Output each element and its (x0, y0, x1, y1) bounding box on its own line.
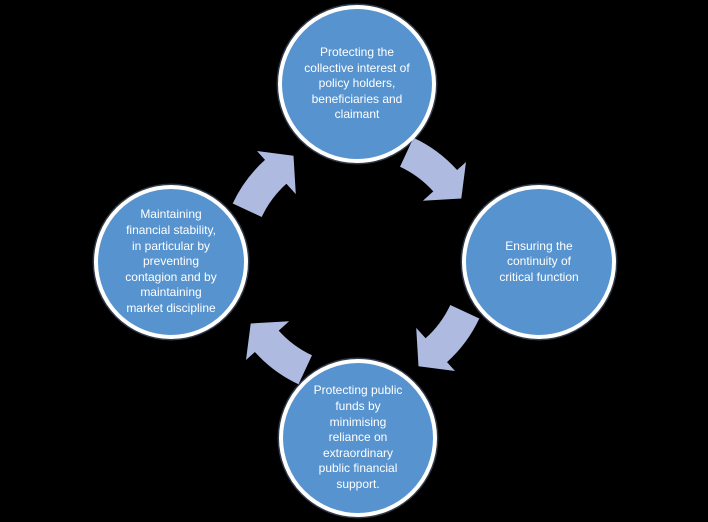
cycle-node-top-label: Protecting the collective interest of po… (304, 45, 410, 122)
cycle-node-left-label: Maintaining financial stability, in part… (125, 207, 217, 315)
cycle-arrow-top-to-right-icon (400, 137, 466, 201)
cycle-node-left: Maintaining financial stability, in part… (94, 185, 248, 339)
cycle-node-right: Ensuring the continuity of critical func… (462, 185, 616, 339)
cycle-arrow-bottom-to-left-icon (246, 321, 312, 385)
cycle-node-bottom-label: Protecting public funds by minimising re… (313, 383, 403, 491)
cycle-arrow-right-to-bottom-icon (416, 305, 480, 371)
cycle-node-right-label: Ensuring the continuity of critical func… (499, 238, 579, 284)
cycle-arrow-left-to-top-icon (232, 151, 296, 217)
cycle-node-top: Protecting the collective interest of po… (278, 5, 436, 163)
cycle-node-bottom: Protecting public funds by minimising re… (279, 359, 437, 517)
